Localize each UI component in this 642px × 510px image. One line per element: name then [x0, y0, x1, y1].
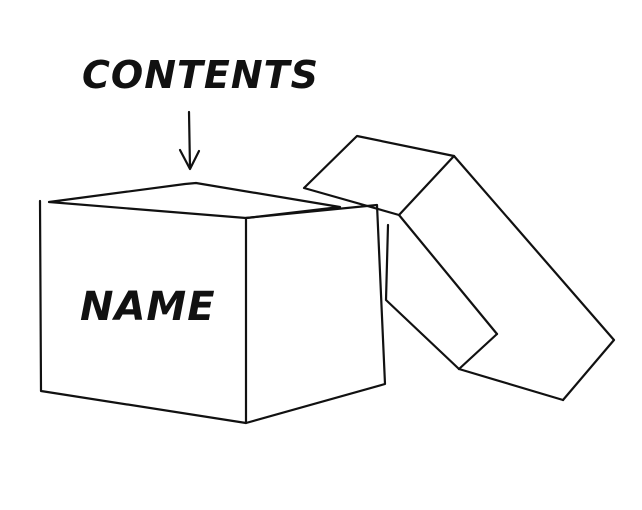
box-front-face	[38, 199, 248, 425]
box-lid	[302, 134, 616, 402]
box-side-face	[244, 203, 387, 425]
contents-label: CONTENTS	[82, 53, 319, 97]
arrow-down-icon	[178, 110, 201, 171]
box-body	[38, 181, 387, 425]
box-top-opening	[47, 181, 342, 220]
name-label: NAME	[80, 284, 216, 330]
